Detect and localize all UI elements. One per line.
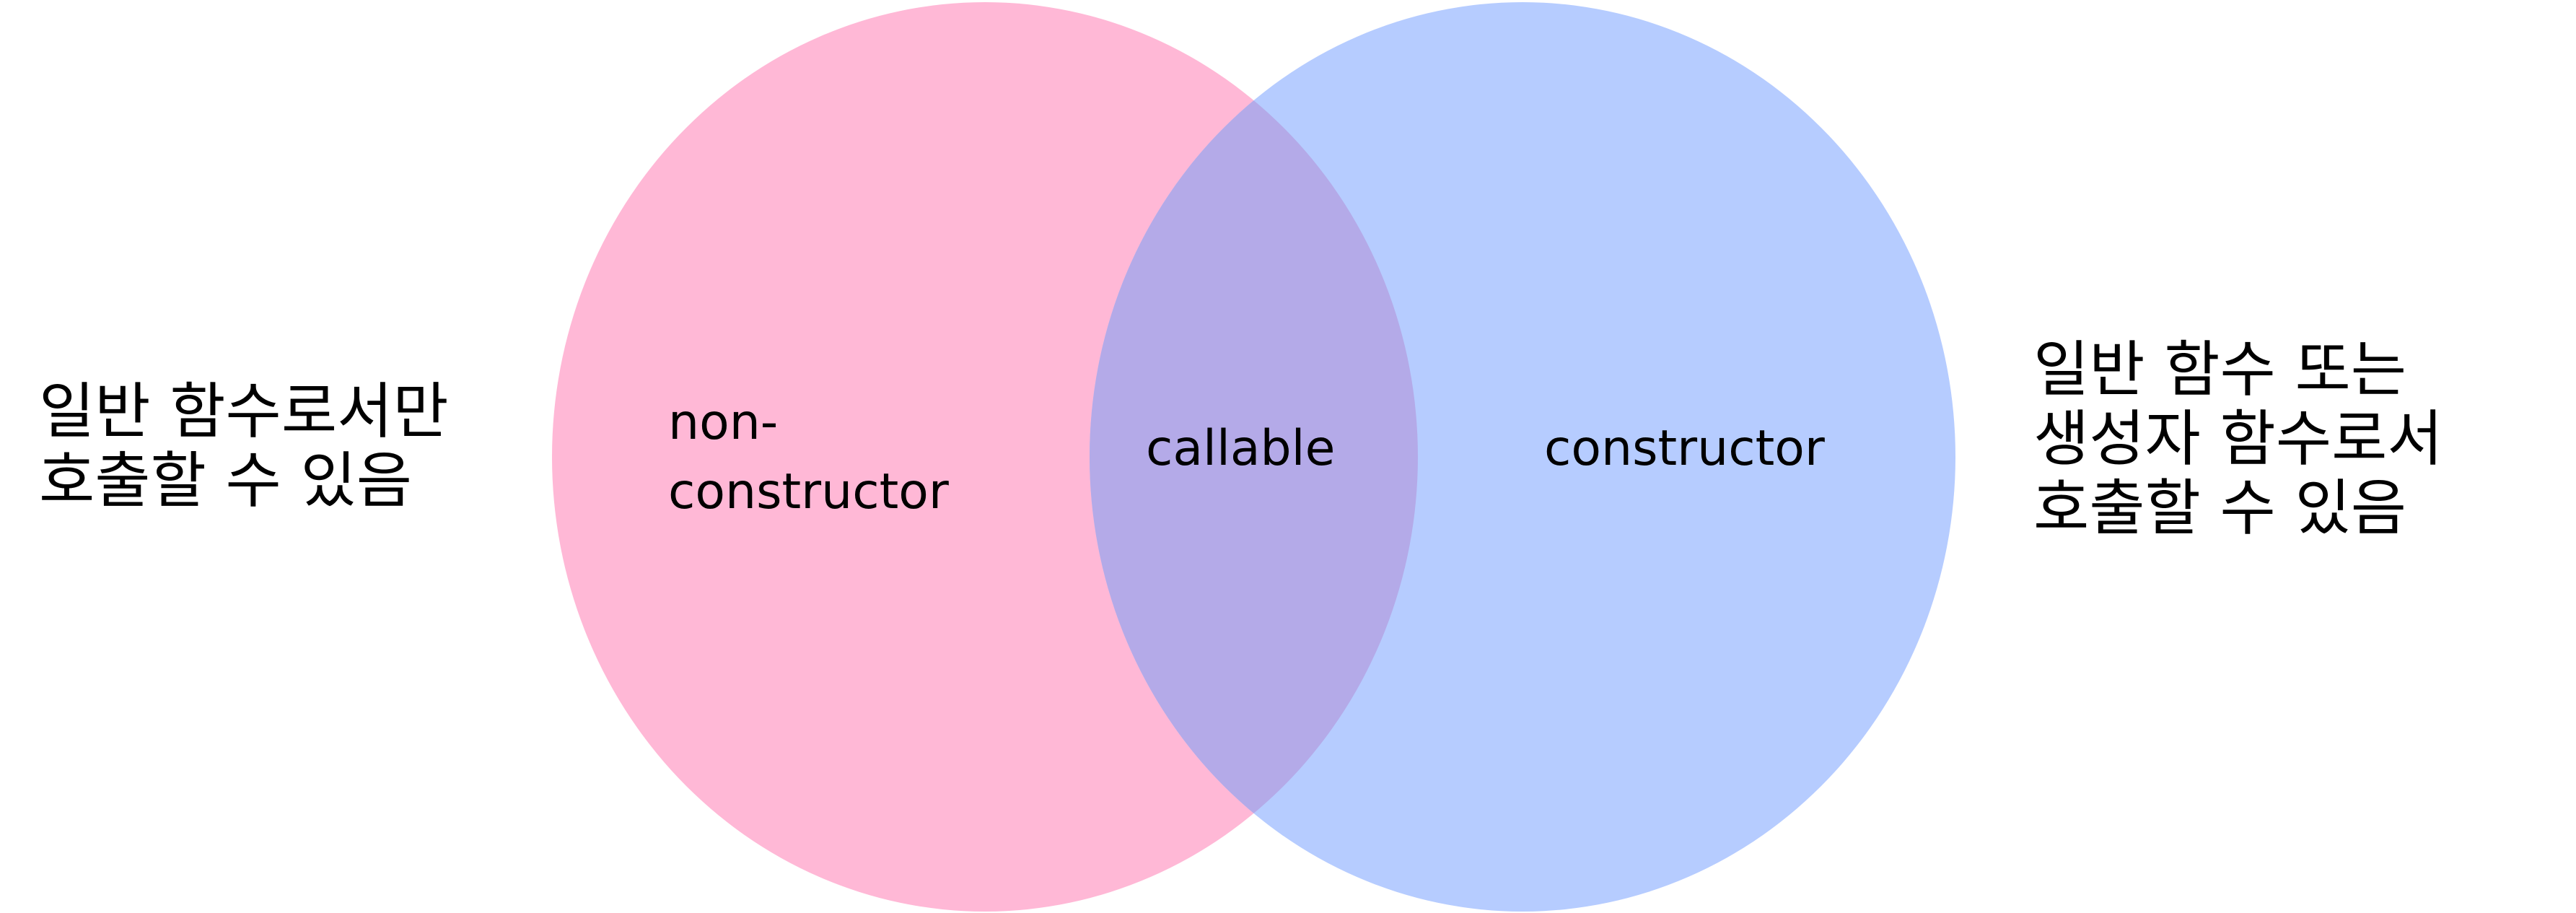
right-note-line-2: 생성자 함수로서 — [2033, 403, 2443, 474]
intersection-label: callable — [1146, 420, 1336, 477]
set-right-label-line-1: constructor — [1544, 420, 1825, 477]
right-note-line-1: 일반 함수 또는 — [2033, 334, 2407, 405]
left-note-line-2: 호출할 수 있음 — [39, 445, 413, 516]
set-intersection-region — [1090, 2, 1418, 912]
set-right-label: constructor — [1544, 414, 1825, 484]
left-note-line-1: 일반 함수로서만 — [39, 376, 449, 447]
set-left-label: non- constructor — [668, 388, 949, 527]
set-left-label-line-2: constructor — [668, 463, 949, 520]
right-note: 일반 함수 또는 생성자 함수로서 호출할 수 있음 — [2033, 335, 2443, 543]
right-note-line-3: 호출할 수 있음 — [2033, 473, 2407, 543]
left-note: 일반 함수로서만 호출할 수 있음 — [39, 377, 449, 515]
set-left-label-line-1: non- — [668, 394, 779, 451]
